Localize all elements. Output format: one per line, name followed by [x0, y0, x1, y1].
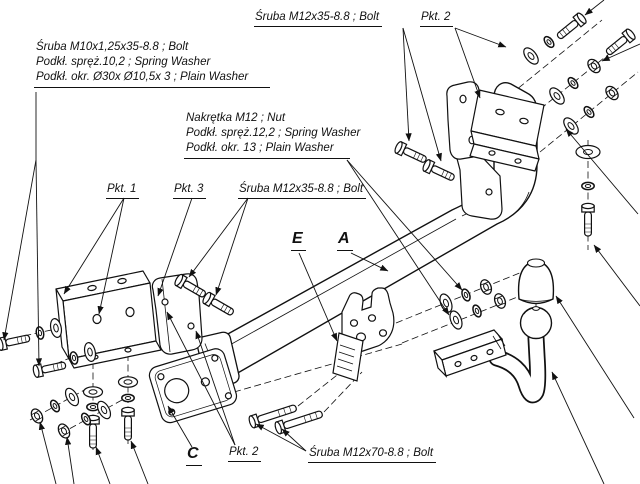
label-pkt3: Pkt. 3 — [173, 182, 207, 199]
label-ref-e: E — [291, 229, 306, 251]
label-pkt2-top: Pkt. 2 — [420, 10, 454, 27]
receiver-bracket — [341, 287, 395, 353]
label-line: Podkł. spręż.10,2 ; Spring Washer — [36, 56, 211, 68]
label-nut-m12: Nakrętka M12 ; Nut Podkł. spręż.12,2 ; S… — [184, 111, 361, 159]
ball-cover-cap — [517, 258, 555, 307]
socket-plate — [148, 348, 238, 424]
ball-mount-block — [432, 329, 507, 378]
label-line: Podkł. okr. Ø30x Ø10,5x 3 ; Plain Washer — [36, 71, 249, 83]
tow-ball — [519, 306, 553, 340]
label-bolt-m10: Śruba M10x1,25x35-8.8 ; Bolt Podkł. sprę… — [34, 40, 270, 88]
label-ref-c: C — [186, 444, 202, 466]
label-line: Nakrętka M12 ; Nut — [186, 112, 286, 124]
label-bolt-m12x35-top: Śruba M12x35-8.8 ; Bolt — [254, 10, 383, 27]
id-plate — [332, 332, 364, 382]
label-line: Śruba M10x1,25x35-8.8 ; Bolt — [36, 41, 189, 53]
label-line: Podkł. okr. 13 ; Plain Washer — [186, 142, 334, 154]
label-pkt1: Pkt. 1 — [106, 182, 140, 199]
label-bolt-m12x70: Śruba M12x70-8.8 ; Bolt — [308, 446, 437, 463]
label-ref-a: A — [337, 229, 353, 251]
label-pkt2-bottom: Pkt. 2 — [228, 445, 262, 462]
label-bolt-m12x35-mid: Śruba M12x35-8.8 ; Bolt — [238, 182, 367, 199]
swan-neck — [488, 329, 547, 404]
right-channel-bracket — [446, 81, 545, 172]
label-line: Podkł. spręż.12,2 ; Spring Washer — [186, 127, 361, 139]
bolt — [553, 11, 589, 43]
